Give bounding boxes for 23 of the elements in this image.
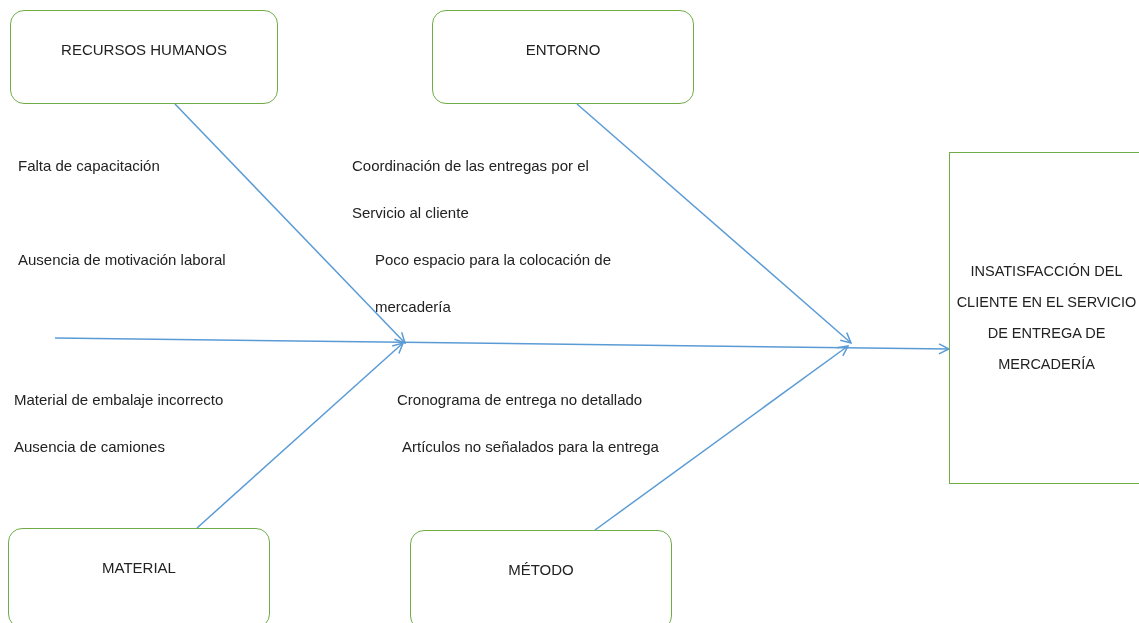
category-box <box>410 530 672 623</box>
arrow <box>174 103 406 344</box>
category-label: MATERIAL <box>101 559 177 576</box>
cause-text: Poco espacio para la colocación de mercadería <box>375 250 612 317</box>
cause-text: Coordinación de las entregas por el Servicio al cliente <box>352 156 590 223</box>
effect-box <box>949 152 1139 484</box>
arrow <box>54 337 950 355</box>
cause-text: Artículos no señalados para la entrega <box>402 437 660 457</box>
arrow <box>196 342 404 529</box>
effect-text: INSATISFACCIÓN DEL CLIENTE EN EL SERVICIO DE ENTREGA DE MERCADERÍA <box>955 262 1138 374</box>
arrow <box>594 345 849 531</box>
cause-text: Falta de capacitación <box>18 156 160 176</box>
category-label: ENTORNO <box>524 41 602 58</box>
arrow <box>576 103 852 344</box>
category-box <box>432 10 694 104</box>
cause-text: Material de embalaje incorrecto <box>14 390 224 410</box>
category-label: MÉTODO <box>507 561 575 578</box>
cause-text: Ausencia de motivación laboral <box>18 250 226 270</box>
category-label: RECURSOS HUMANOS <box>60 41 228 58</box>
category-box <box>8 528 270 623</box>
cause-text: Ausencia de camiones <box>14 437 165 457</box>
cause-text: Cronograma de entrega no detallado <box>397 390 643 410</box>
category-box <box>10 10 278 104</box>
